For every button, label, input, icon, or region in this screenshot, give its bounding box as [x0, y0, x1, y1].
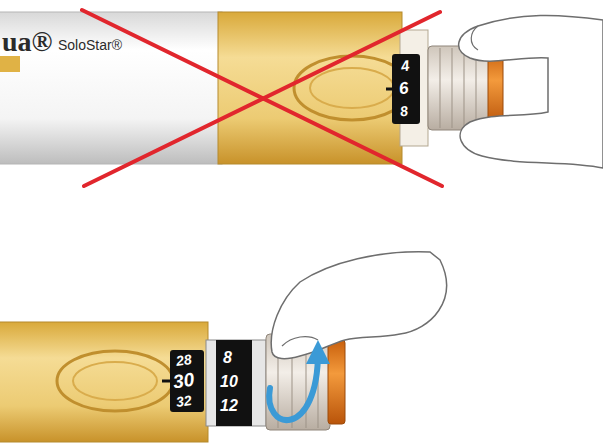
pen-body [0, 12, 222, 164]
dose-scale [216, 340, 252, 426]
dose-number: 8 [399, 104, 409, 119]
selector-ribs [440, 48, 476, 128]
dose-number: 28 [175, 352, 192, 368]
dose-number: 8 [223, 350, 232, 366]
pen-oval-mark [57, 351, 173, 411]
dose-number: 32 [175, 393, 192, 409]
turn-arrow [269, 352, 318, 420]
dose-window [392, 54, 420, 124]
dose-pointer [386, 88, 396, 91]
pen-oval-mark [73, 362, 157, 400]
pen-bottom [0, 252, 446, 442]
hand [271, 252, 446, 359]
dose-sleeve [206, 340, 266, 426]
pen-gold-section [0, 322, 208, 442]
pen-top [0, 12, 603, 168]
thumbnail [471, 26, 478, 50]
dose-number: 12 [220, 398, 238, 414]
brand-name: SoloStar® [58, 38, 122, 52]
wrong-cross [82, 10, 442, 186]
hand [459, 15, 603, 168]
dose-window [170, 350, 204, 412]
injection-button [328, 340, 345, 424]
pen-oval-mark [310, 68, 394, 108]
dose-pointer [162, 380, 172, 383]
pen-label-tag [0, 56, 20, 72]
dose-number: 10 [220, 374, 238, 390]
dose-number: 30 [172, 370, 196, 392]
fingernail [282, 337, 318, 346]
brand-name: ua® [2, 28, 53, 56]
